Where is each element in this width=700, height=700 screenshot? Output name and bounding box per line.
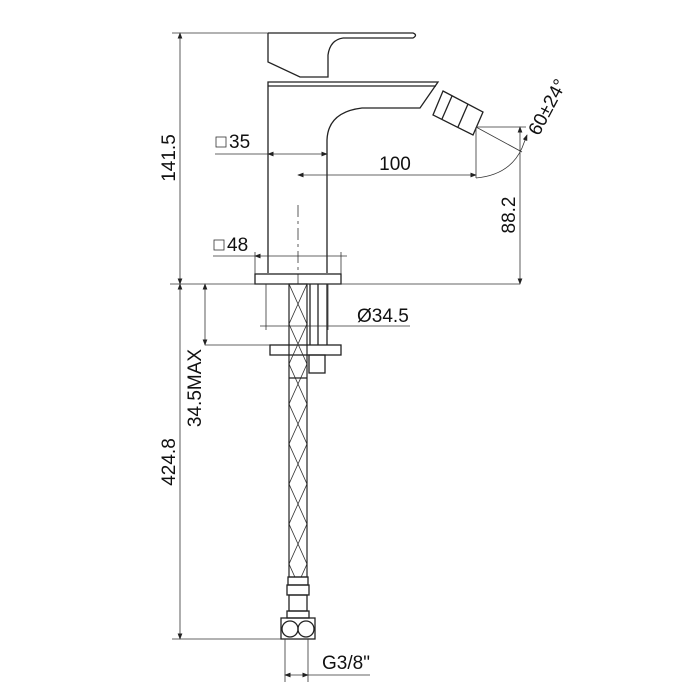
spray-nozzle	[432, 90, 484, 136]
spout-height-label: 88.2	[499, 197, 520, 234]
dim-body-square: 35	[215, 132, 328, 157]
dim-hose-length: 424.8	[159, 283, 281, 640]
hose-fitting	[280, 576, 316, 640]
faucet-handle	[267, 32, 417, 78]
spout-reach-label: 100	[379, 154, 411, 175]
braided-hose	[288, 283, 308, 578]
shank-diameter-label: Ø34.5	[357, 306, 409, 327]
dim-shank-diameter: Ø34.5	[260, 284, 410, 330]
dim-spout-reach: 100	[297, 154, 477, 178]
dim-base-square: 48	[213, 235, 347, 274]
total-height-label: 141.5	[159, 134, 180, 182]
square-symbol-icon	[215, 136, 227, 148]
dim-connection-thread: G3/8"	[284, 639, 370, 682]
faucet-body	[267, 81, 440, 273]
body-square-label: 35	[229, 132, 250, 153]
hose-length-label: 424.8	[159, 438, 180, 486]
max-thickness-label: 34.5MAX	[185, 349, 206, 427]
base-square-label: 48	[227, 235, 248, 256]
dim-spout-height: 88.2	[475, 126, 526, 285]
spray-angle-label: 60±24°	[525, 76, 572, 139]
dim-total-height: 141.5	[159, 32, 520, 285]
connection-thread-label: G3/8"	[322, 653, 370, 674]
dim-max-thickness: 34.5MAX	[185, 283, 270, 427]
square-symbol-icon	[213, 239, 225, 251]
